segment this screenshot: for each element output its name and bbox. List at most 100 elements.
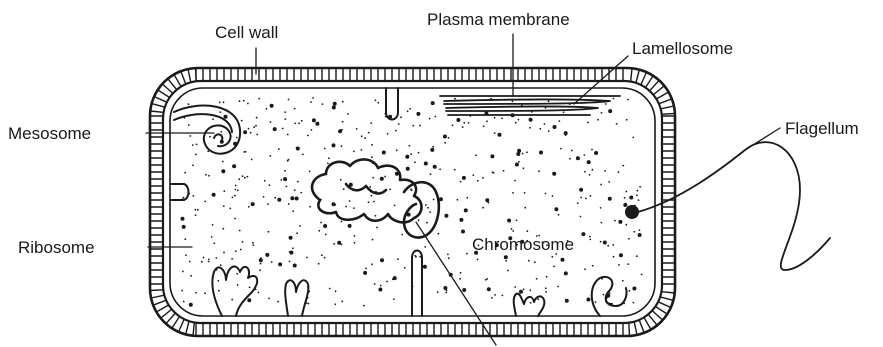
ribosome-dot [629,196,633,200]
ribosome-dot [312,118,316,122]
cell-wall-hatch-mark [152,104,165,107]
cytoplasm-dot [613,256,615,258]
cytoplasm-dot [414,161,416,163]
cytoplasm-dot [301,120,303,122]
cytoplasm-dot [223,190,225,192]
cytoplasm-dot [633,231,635,233]
cytoplasm-dot [433,199,435,201]
cytoplasm-dot [601,222,603,224]
cytoplasm-dot [636,195,638,197]
cytoplasm-dot [201,261,203,263]
cytoplasm-dot [354,242,356,244]
cytoplasm-dot [307,135,309,137]
cytoplasm-dot [217,280,219,282]
cytoplasm-dot [182,271,184,273]
cytoplasm-dot [482,207,484,209]
cytoplasm-dot [354,235,356,237]
cell-wall-hatch-mark [657,92,668,99]
cell-wall-hatch-mark [634,322,637,335]
cytoplasm-dot [294,189,296,191]
cytoplasm-dot [192,144,194,146]
ribosome-dot [270,104,274,108]
ribosome-dot [594,151,598,155]
cell-wall-hatch-mark [179,320,184,332]
cytoplasm-dot [247,176,249,178]
cytoplasm-dot [372,177,374,179]
ribosome-dot [608,109,612,113]
cytoplasm-dot [437,291,439,293]
cytoplasm-dot [356,128,358,130]
cell-wall-hatch-mark [196,68,197,81]
cell-wall-hatch-mark [162,84,172,93]
cytoplasm-dot [409,108,411,110]
cytoplasm-dot [219,111,221,113]
ribosome-dot [581,232,585,236]
cytoplasm-dot [298,122,300,124]
cytoplasm-dot [278,148,280,150]
cytoplasm-dot [185,254,187,256]
cytoplasm-dot [639,229,641,231]
cytoplasm-dot [454,98,456,100]
cytoplasm-dot [264,180,266,182]
cytoplasm-dot [452,125,454,127]
cytoplasm-dot [321,254,323,256]
cytoplasm-dot [208,175,210,177]
cytoplasm-dot [430,173,432,175]
ribosome-dot [283,177,287,181]
cytoplasm-dot [270,121,272,123]
cytoplasm-dot [418,152,420,154]
cytoplasm-dot [393,298,395,300]
cytoplasm-dot [342,121,344,123]
ribosome-dot [243,130,247,134]
cytoplasm-dot [595,301,597,303]
cytoplasm-dot [524,207,526,209]
cytoplasm-dot [309,171,311,173]
cell-wall-hatch-mark [629,323,630,336]
cytoplasm-dot [637,190,639,192]
ribosome-dot [632,287,636,291]
cytoplasm-dot [232,197,234,199]
ribosome-dot [603,241,607,245]
ribosome-dot [181,217,185,221]
cytoplasm-dot [244,177,246,179]
cytoplasm-dot [590,195,592,197]
cytoplasm-dot [341,145,343,147]
cytoplasm-dot [618,171,620,173]
ribosome-dot [638,233,642,237]
cytoplasm-dot [545,193,547,195]
cytoplasm-dot [426,222,428,224]
cytoplasm-dot [324,148,326,150]
lamellosome-structure [440,96,620,115]
cytoplasm-dot [460,272,462,274]
cytoplasm-dot [195,154,197,156]
cytoplasm-dot [368,132,370,134]
cytoplasm-dot [558,120,560,122]
cytoplasm-dot [407,110,409,112]
ribosome-dot [443,135,447,139]
cytoplasm-dot [308,303,310,305]
cytoplasm-dot [353,207,355,209]
cell-wall-hatch-mark [662,292,675,293]
cytoplasm-dot [222,161,224,163]
cytoplasm-dot [472,174,474,176]
cytoplasm-dot [322,103,324,105]
cytoplasm-dot [548,100,550,102]
plasma-membrane-label: Plasma membrane [427,10,570,29]
cytoplasm-dot [629,290,631,292]
cell-wall-hatch-mark [661,106,674,109]
ribosome-dot [587,160,591,164]
ribosome-dot [554,207,558,211]
ribosome-dot [490,154,494,158]
cytoplasm-dot [412,125,414,127]
cell-wall-label: Cell wall [215,23,278,42]
cell-wall-hatch-mark [156,306,167,313]
cytoplasm-dot [209,136,211,138]
cytoplasm-dot [231,299,233,301]
cytoplasm-dot [309,206,311,208]
cell-wall-hatch-mark [653,311,663,320]
ribosome-dot [277,198,281,202]
cytoplasm-dot [269,184,271,186]
cytoplasm-dot [284,170,286,172]
cytoplasm-dot [604,170,606,172]
